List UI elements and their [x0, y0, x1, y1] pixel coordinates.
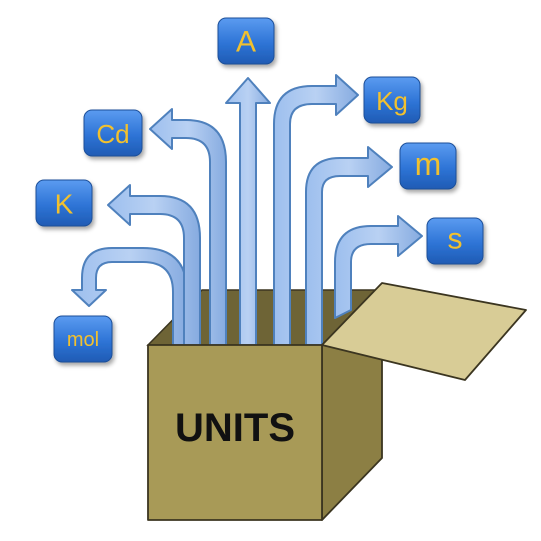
- arrow-to-a: [225, 77, 271, 346]
- unit-symbol-cd: Cd: [96, 119, 129, 149]
- box-front: [147, 344, 323, 521]
- unit-tile-m: m: [399, 142, 457, 190]
- arrow-to-mol: [71, 247, 188, 346]
- unit-tile-mol: mol: [53, 315, 113, 363]
- unit-symbol-m: m: [415, 146, 442, 182]
- unit-tile-s: s: [426, 217, 484, 265]
- unit-symbol-s: s: [448, 223, 463, 256]
- arrow-to-s: [334, 215, 423, 319]
- unit-tile-k: K: [35, 179, 93, 227]
- units-box: [147, 282, 527, 521]
- unit-symbol-a: A: [236, 26, 256, 59]
- box-lid: [321, 282, 527, 381]
- arrows: [71, 74, 423, 346]
- arrow-to-kg: [273, 74, 359, 346]
- box-label: UNITS: [175, 406, 295, 450]
- arrow-to-m: [305, 146, 393, 346]
- unit-tiles: A Kg Cd m K s mol: [35, 17, 484, 363]
- arrow-to-k: [107, 184, 201, 346]
- unit-symbol-mol: mol: [67, 329, 99, 351]
- unit-tile-a: A: [217, 17, 275, 65]
- unit-tile-cd: Cd: [83, 109, 143, 157]
- unit-tile-kg: Kg: [363, 76, 421, 124]
- unit-symbol-k: K: [55, 189, 74, 220]
- unit-symbol-kg: Kg: [376, 86, 408, 116]
- arrow-to-cd: [149, 108, 227, 346]
